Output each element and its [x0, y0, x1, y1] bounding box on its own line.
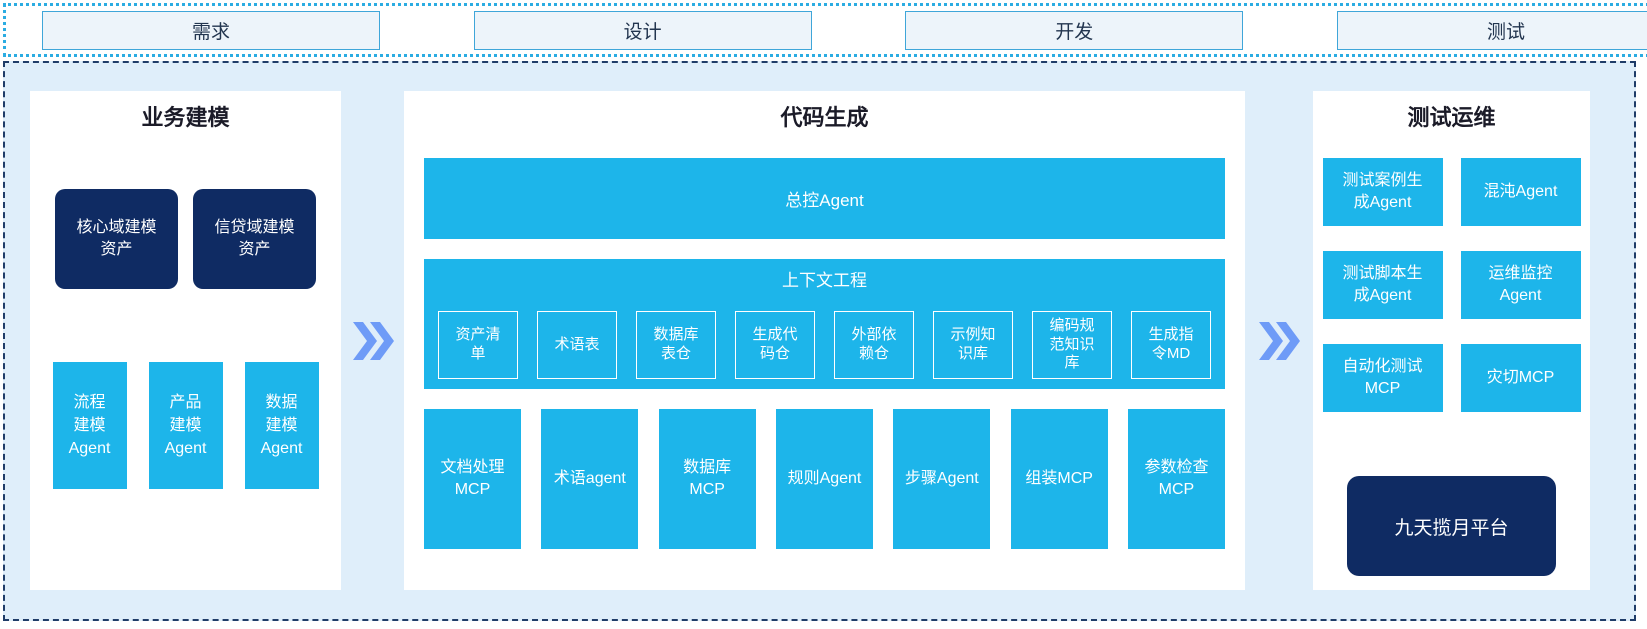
- pipeline-stage-strip: 需求 设计 开发 测试: [3, 3, 1647, 57]
- panel-business-modeling: 业务建模 核心域建模 资产 信贷域建模 资产 流程 建模 Agent 产品 建模…: [30, 91, 341, 590]
- flow-arrow-left: [341, 91, 404, 590]
- asset-box-credit-domain: 信贷域建模 资产: [193, 189, 316, 289]
- panel-test-ops: 测试运维 测试案例生 成Agent 混沌Agent 测试脚本生 成Agent 运…: [1313, 91, 1590, 590]
- stage-box-development: 开发: [905, 10, 1244, 50]
- main-container: 业务建模 核心域建模 资产 信贷域建模 资产 流程 建模 Agent 产品 建模…: [3, 61, 1636, 621]
- panel-code-generation: 代码生成 总控Agent 上下文工程 资产清 单 术语表 数据库 表仓 生成代 …: [404, 91, 1245, 590]
- test-box-script-gen-agent: 测试脚本生 成Agent: [1322, 251, 1443, 319]
- agent-box-data-modeling: 数据 建模 Agent: [244, 362, 319, 489]
- agent-box-product-modeling: 产品 建模 Agent: [148, 362, 223, 489]
- agent-box-rules: 规则Agent: [775, 409, 873, 549]
- context-item-gen-instruction-md: 生成指 令MD: [1131, 311, 1211, 379]
- test-box-chaos-agent: 混沌Agent: [1460, 158, 1581, 226]
- context-item-example-kb: 示例知 识库: [933, 311, 1013, 379]
- mcp-box-param-check: 参数检查 MCP: [1127, 409, 1225, 549]
- mcp-agent-row: 文档处理 MCP 术语agent 数据库 MCP 规则Agent 步骤Agent…: [424, 409, 1225, 549]
- agent-box-process-modeling: 流程 建模 Agent: [52, 362, 127, 489]
- chevron-right-icon: [1259, 321, 1300, 360]
- test-box-disaster-switch-mcp: 灾切MCP: [1460, 344, 1581, 412]
- test-box-ops-monitor-agent: 运维监控 Agent: [1460, 251, 1581, 319]
- mcp-box-database: 数据库 MCP: [658, 409, 756, 549]
- context-item-glossary: 术语表: [537, 311, 617, 379]
- stage-box-requirements: 需求: [42, 10, 380, 50]
- context-item-db-table-repo: 数据库 表仓: [636, 311, 716, 379]
- stage-box-design: 设计: [473, 10, 812, 50]
- context-engineering-title: 上下文工程: [782, 271, 867, 290]
- context-item-asset-list: 资产清 单: [438, 311, 518, 379]
- asset-box-core-domain: 核心域建模 资产: [55, 189, 178, 289]
- context-item-coding-standards-kb: 编码规 范知识 库: [1032, 311, 1112, 379]
- panel-title: 业务建模: [141, 105, 230, 130]
- mcp-box-assembly: 组装MCP: [1010, 409, 1108, 549]
- context-item-row: 资产清 单 术语表 数据库 表仓 生成代 码仓 外部依 赖仓 示例知 识库 编码…: [438, 311, 1211, 379]
- context-item-codegen-repo: 生成代 码仓: [735, 311, 815, 379]
- test-box-case-gen-agent: 测试案例生 成Agent: [1322, 158, 1443, 226]
- mcp-box-doc-processing: 文档处理 MCP: [424, 409, 521, 549]
- asset-box-row: 核心域建模 资产 信贷域建模 资产: [30, 189, 341, 289]
- flow-arrow-right: [1245, 91, 1313, 590]
- agent-box-terminology: 术语agent: [541, 409, 639, 549]
- stage-box-testing: 测试: [1336, 10, 1647, 50]
- modeling-agent-row: 流程 建模 Agent 产品 建模 Agent 数据 建模 Agent: [30, 362, 341, 489]
- chevron-right-icon: [352, 321, 394, 360]
- master-agent-bar: 总控Agent: [424, 158, 1225, 239]
- panel-title: 测试运维: [1407, 105, 1496, 130]
- context-item-external-deps-repo: 外部依 赖仓: [834, 311, 914, 379]
- context-engineering-box: 上下文工程 资产清 单 术语表 数据库 表仓 生成代 码仓 外部依 赖仓 示例知…: [424, 259, 1225, 389]
- platform-box-jiutian: 九天揽月平台: [1347, 476, 1556, 576]
- test-ops-grid: 测试案例生 成Agent 混沌Agent 测试脚本生 成Agent 运维监控 A…: [1313, 158, 1590, 412]
- test-box-auto-test-mcp: 自动化测试 MCP: [1322, 344, 1443, 412]
- agent-box-steps: 步骤Agent: [893, 409, 991, 549]
- panel-title: 代码生成: [780, 105, 869, 130]
